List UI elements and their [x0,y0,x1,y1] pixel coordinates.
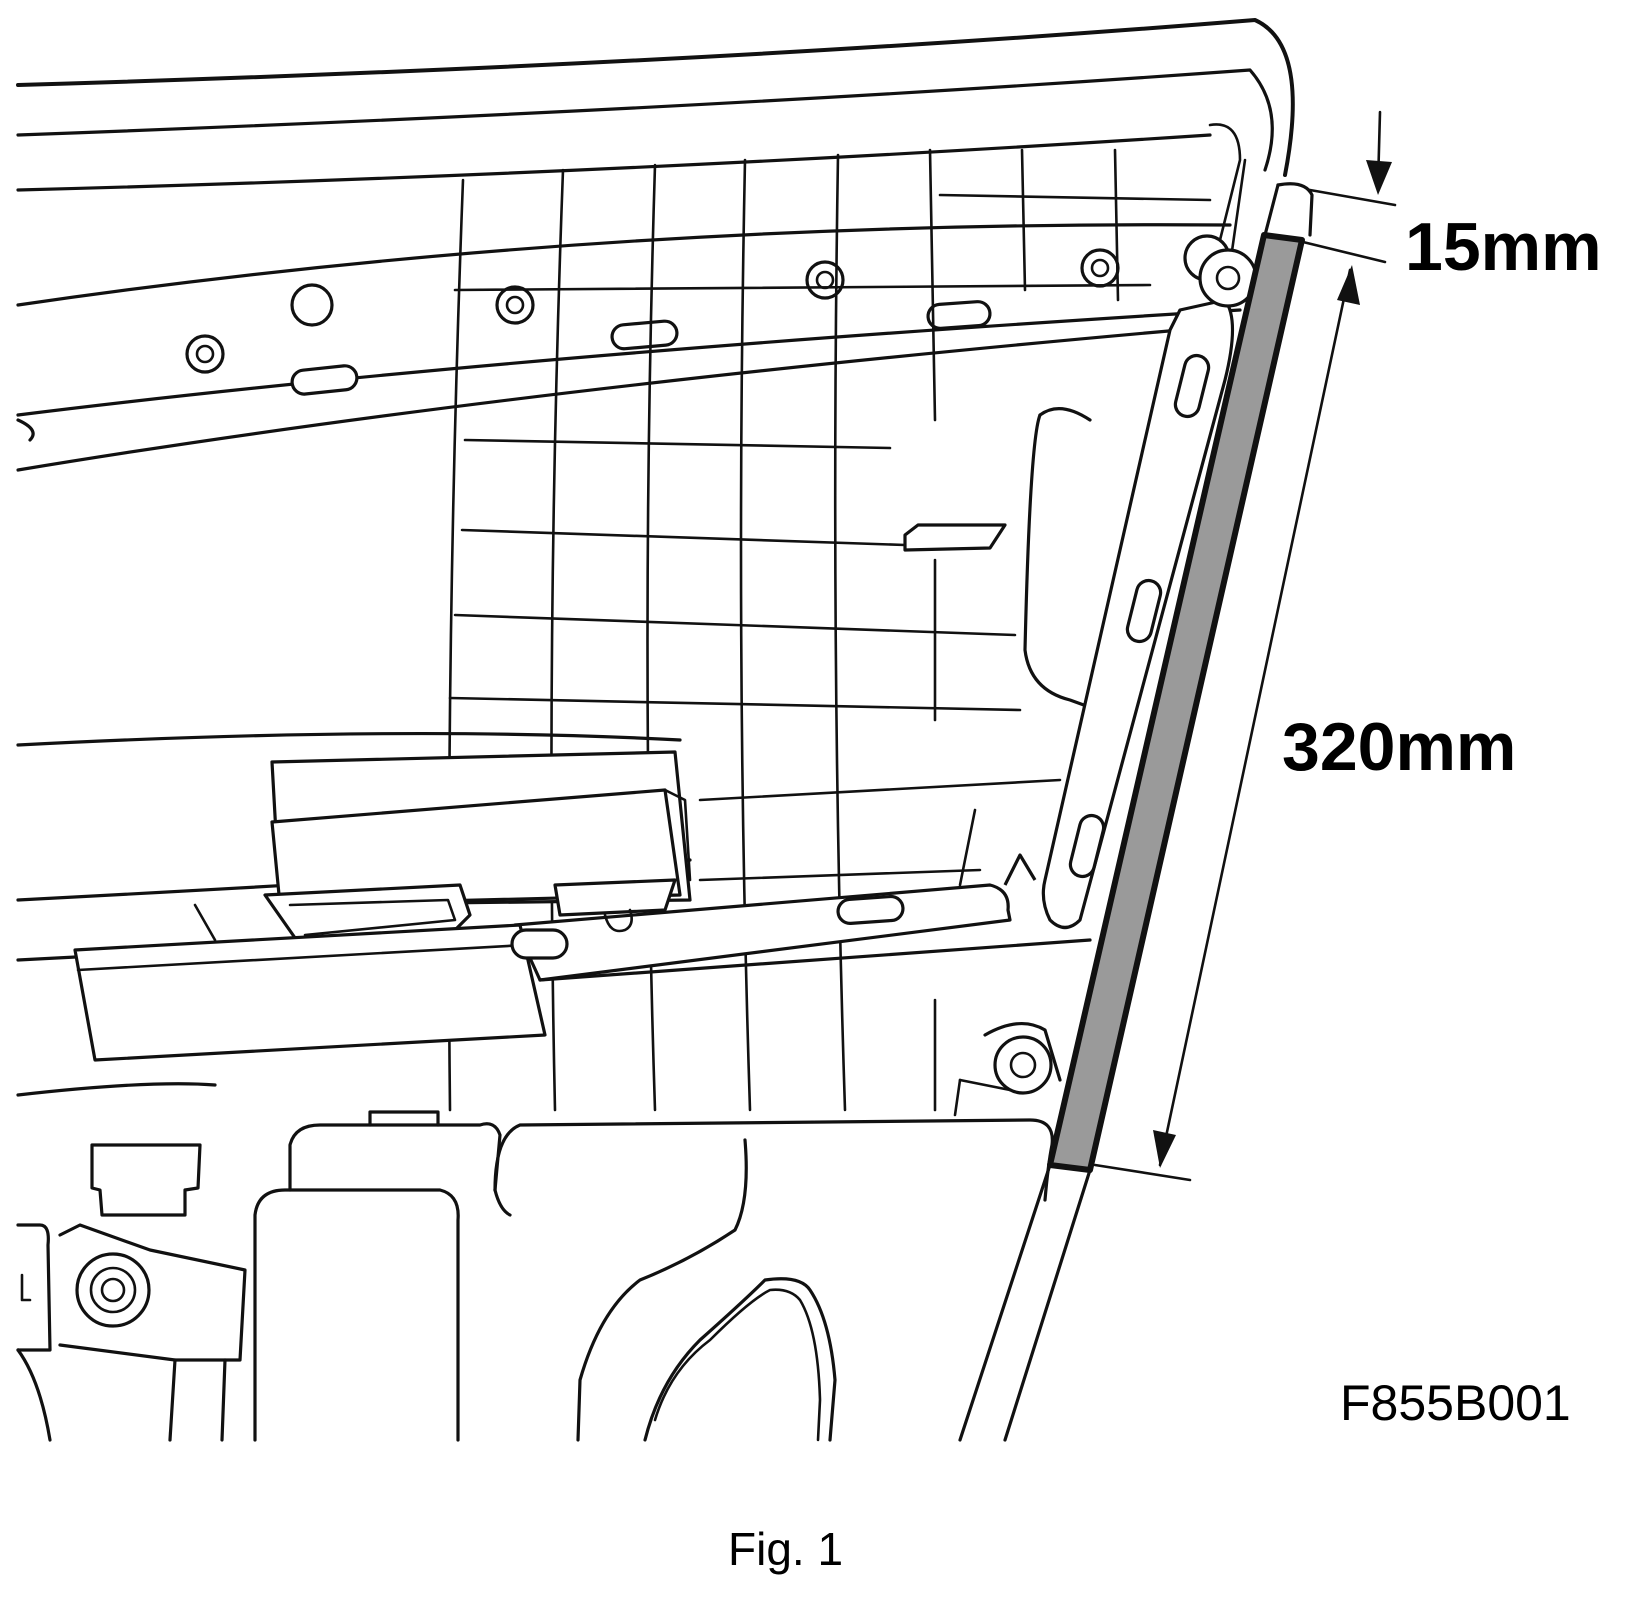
rail-fastener [495,285,535,325]
upper-rail [16,308,1242,472]
figure-caption: Fig. 1 [728,1523,843,1575]
lower-tray [73,903,569,1062]
lower-left-bracket [90,1143,202,1217]
rail-fastener [1080,248,1120,288]
beam-clip [958,808,1037,887]
reference-code: F855B001 [1340,1375,1571,1431]
grid-panel [447,148,1212,1112]
clip-tab [903,523,1007,552]
bracket-slot [1068,353,1211,879]
lower-roller [953,1021,1062,1117]
lower-left-mechanism [16,1223,247,1442]
lower-beam [513,883,1092,982]
door-frame-edge [958,182,1314,1442]
lower-door-panel [16,1082,1054,1442]
rail-hole [290,283,334,327]
door-frame-top [16,18,1295,307]
upper-roller [1183,234,1258,308]
rail-slot [290,300,992,396]
rail-fastener [185,334,225,374]
length-dimension-label: 320mm [1282,709,1516,785]
length-dimension [1093,265,1360,1182]
width-dimension-label: 15mm [1405,209,1602,285]
width-dimension [1301,110,1397,264]
panel-cutout [1023,407,1127,722]
